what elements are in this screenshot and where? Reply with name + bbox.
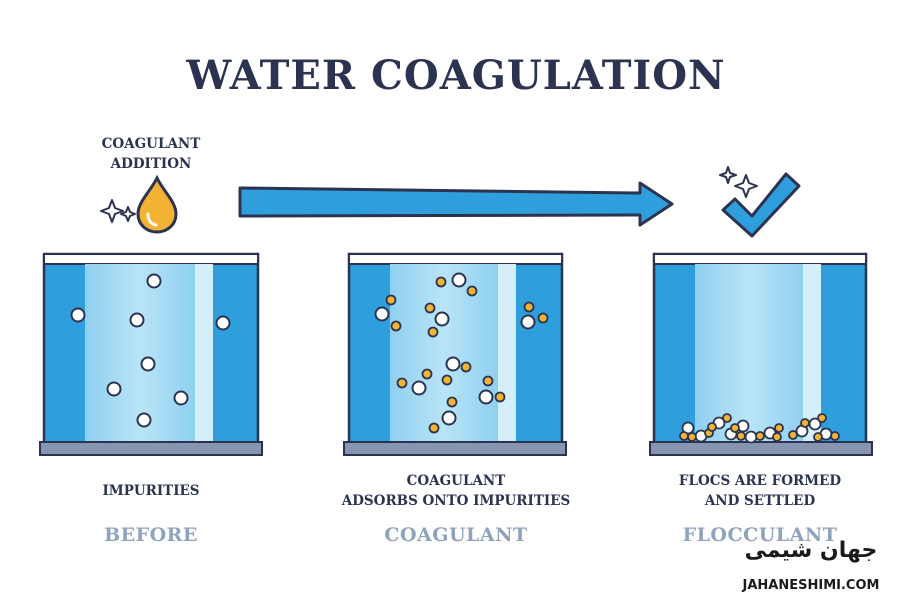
tank-flocculant	[650, 254, 872, 455]
sparkle-icon	[101, 200, 135, 222]
caption-before: IMPURITIES	[60, 481, 242, 501]
watermark-farsi: جهان شیمی	[736, 538, 886, 563]
coagulant-droplet-icon	[138, 178, 176, 232]
checkmark-icon	[723, 174, 799, 236]
label-before: BEFORE	[60, 524, 242, 546]
watermark-english: JAHANESHIMI.COM	[728, 578, 894, 593]
caption-coagulant: COAGULANT ADSORBS ONTO IMPURITIES	[318, 471, 594, 511]
label-coagulant: COAGULANT	[350, 524, 562, 546]
caption-flocculant: FLOCS ARE FORMED AND SETTLED	[654, 471, 866, 511]
sparkle-icon	[720, 167, 757, 197]
arrow-right-icon	[240, 183, 672, 225]
tank-coagulant	[344, 254, 566, 455]
tank-before	[40, 254, 262, 455]
